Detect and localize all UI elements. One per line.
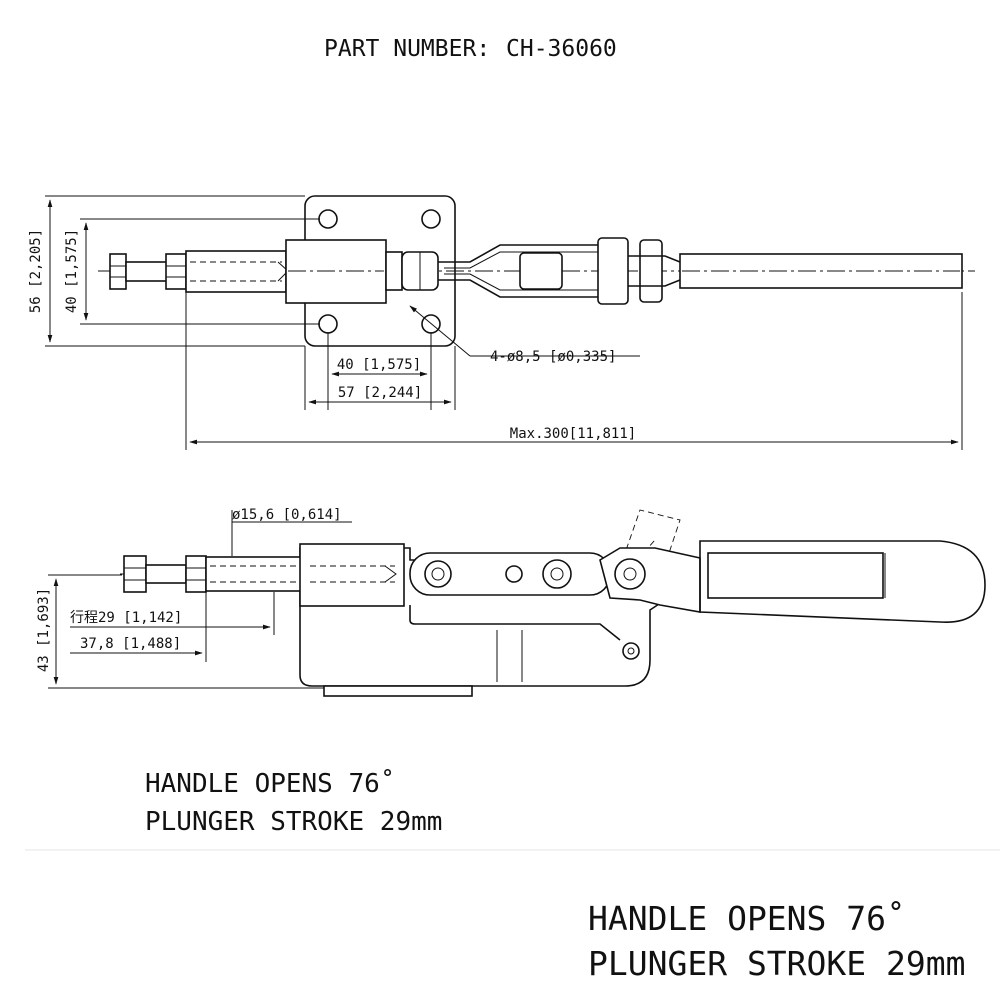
dim-holes: 4-ø8,5 [ø0,335] xyxy=(490,349,616,365)
footer-handle-opens: HANDLE OPENS 76˚ xyxy=(588,899,906,938)
part-number-label: PART NUMBER: xyxy=(324,36,490,62)
side-bolt-shank xyxy=(145,564,187,584)
mount-hole-2 xyxy=(421,209,441,229)
dim-total-height: 56 [2,205] xyxy=(28,229,44,313)
note-handle-opens: HANDLE OPENS 76˚ xyxy=(145,769,395,799)
mount-hole-1 xyxy=(318,209,338,229)
side-pivot-1 xyxy=(424,560,452,588)
side-housing xyxy=(299,543,405,607)
dim-diameter: ø15,6 [0,614] xyxy=(232,507,342,523)
footer-plunger-stroke: PLUNGER STROKE 29mm xyxy=(588,944,966,983)
side-connecting-link xyxy=(409,552,611,596)
side-base-foot xyxy=(323,685,473,697)
side-bolt-head xyxy=(123,555,147,593)
dim-stroke: 行程29 [1,142] xyxy=(70,610,182,626)
side-body-recess xyxy=(409,605,621,641)
dim-side-height: 43 [1,693] xyxy=(36,588,52,672)
top-pivot-block xyxy=(519,252,563,290)
top-bolt-shank xyxy=(125,261,169,282)
side-plunger xyxy=(205,556,307,592)
top-bolt-head xyxy=(109,253,127,290)
side-pivot-3 xyxy=(542,559,572,589)
top-handle-bracket xyxy=(597,237,629,305)
part-number-value: CH-36060 xyxy=(506,36,617,62)
dim-hole-spacing: 40 [1,575] xyxy=(337,357,421,373)
top-clevis xyxy=(385,251,403,291)
side-pivot-2 xyxy=(505,565,523,583)
dim-hole-height: 40 [1,575] xyxy=(64,229,80,313)
top-view: 56 [2,205] 40 [1,575] 40 [1,575] 57 [2,2… xyxy=(28,195,975,450)
side-bottom-pin xyxy=(622,642,640,660)
side-view: ø15,6 [0,614] 43 [1,693] 行程29 [1,142] 37… xyxy=(36,507,986,697)
side-handle-pivot xyxy=(614,558,646,590)
dim-max-length: Max.300[11,811] xyxy=(510,426,636,442)
top-housing xyxy=(285,239,387,304)
side-handle-core xyxy=(707,552,884,599)
side-nut xyxy=(185,555,207,593)
top-handle-taper xyxy=(628,255,681,287)
mount-hole-3 xyxy=(318,314,338,334)
top-plunger xyxy=(185,250,287,293)
top-handle-end xyxy=(639,239,663,303)
top-nut xyxy=(165,253,187,290)
side-handle-grip xyxy=(699,540,986,623)
dim-base-width: 57 [2,244] xyxy=(338,385,422,401)
note-plunger-stroke: PLUNGER STROKE 29mm xyxy=(145,807,442,837)
dim-extension: 37,8 [1,488] xyxy=(80,636,181,652)
